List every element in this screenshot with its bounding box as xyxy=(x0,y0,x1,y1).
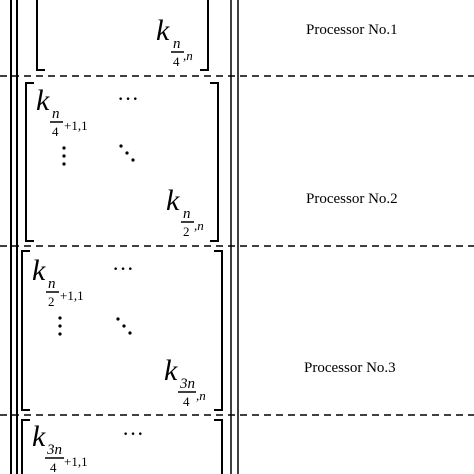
block-2-end-entry: k n 2 ,n xyxy=(166,184,204,239)
block-1-left-bracket xyxy=(36,0,45,71)
block-3-left-bracket xyxy=(21,250,30,411)
entry-base: k xyxy=(32,420,46,453)
block-1-end-entry: k n 4 ,n xyxy=(156,14,193,69)
entry-tail: ,n xyxy=(196,388,206,403)
frac-denominator: 2 xyxy=(48,294,55,309)
entry-tail: ,n xyxy=(183,48,193,63)
diagonal-ellipsis xyxy=(119,144,135,162)
frac-numerator: n xyxy=(183,206,191,222)
entry-base: k xyxy=(164,354,178,387)
frac-denominator: 4 xyxy=(52,124,59,139)
block-4-left-bracket xyxy=(21,419,30,474)
matrix-block-3: k n 2 +1,1 ··· k 3n 4 ,n xyxy=(21,250,223,411)
block-3-right-bracket xyxy=(214,250,223,411)
processor-label-2: Processor No.2 xyxy=(306,191,398,207)
horizontal-ellipsis: ··· xyxy=(122,421,144,446)
matrix-block-2: k n 4 +1,1 ··· k n 2 ,n xyxy=(25,82,219,242)
block-3-end-entry: k 3n 4 ,n xyxy=(164,354,206,409)
entry-base: k xyxy=(166,184,180,217)
entry-tail: +1,1 xyxy=(64,118,88,133)
horizontal-ellipsis: ··· xyxy=(112,256,134,281)
vertical-ellipsis xyxy=(58,316,62,336)
block-2-start-entry: k n 4 +1,1 xyxy=(36,84,88,139)
frac-numerator: 3n xyxy=(46,442,62,458)
frac-denominator: 4 xyxy=(173,54,180,69)
vertical-ellipsis xyxy=(62,146,66,166)
frac-numerator: n xyxy=(173,36,181,52)
block-3-start-entry: k n 2 +1,1 xyxy=(32,254,84,309)
processor-label-3: Processor No.3 xyxy=(304,360,396,376)
block-2-right-bracket xyxy=(210,82,219,242)
entry-tail: ,n xyxy=(194,218,204,233)
entry-base: k xyxy=(156,14,170,47)
processor-label-1: Processor No.1 xyxy=(306,22,398,38)
frac-denominator: 4 xyxy=(183,394,190,409)
diagonal-ellipsis xyxy=(116,317,132,335)
block-4-start-entry: k 3n 4 +1,1 xyxy=(32,420,88,474)
block-2-left-bracket xyxy=(25,82,34,242)
horizontal-ellipsis: ··· xyxy=(117,86,139,111)
entry-base: k xyxy=(36,84,50,117)
matrix-block-4: k 3n 4 +1,1 ··· xyxy=(21,419,223,474)
frac-denominator: 2 xyxy=(183,224,190,239)
frac-numerator: n xyxy=(52,106,60,122)
block-1-right-bracket xyxy=(200,0,209,71)
matrix-block-1: k n 4 ,n xyxy=(36,0,209,71)
entry-base: k xyxy=(32,254,46,287)
frac-numerator: n xyxy=(48,276,56,292)
entry-tail: +1,1 xyxy=(64,454,88,469)
frac-numerator: 3n xyxy=(179,376,195,392)
entry-tail: +1,1 xyxy=(60,288,84,303)
frac-denominator: 4 xyxy=(50,460,57,474)
block-4-right-bracket xyxy=(214,419,223,474)
